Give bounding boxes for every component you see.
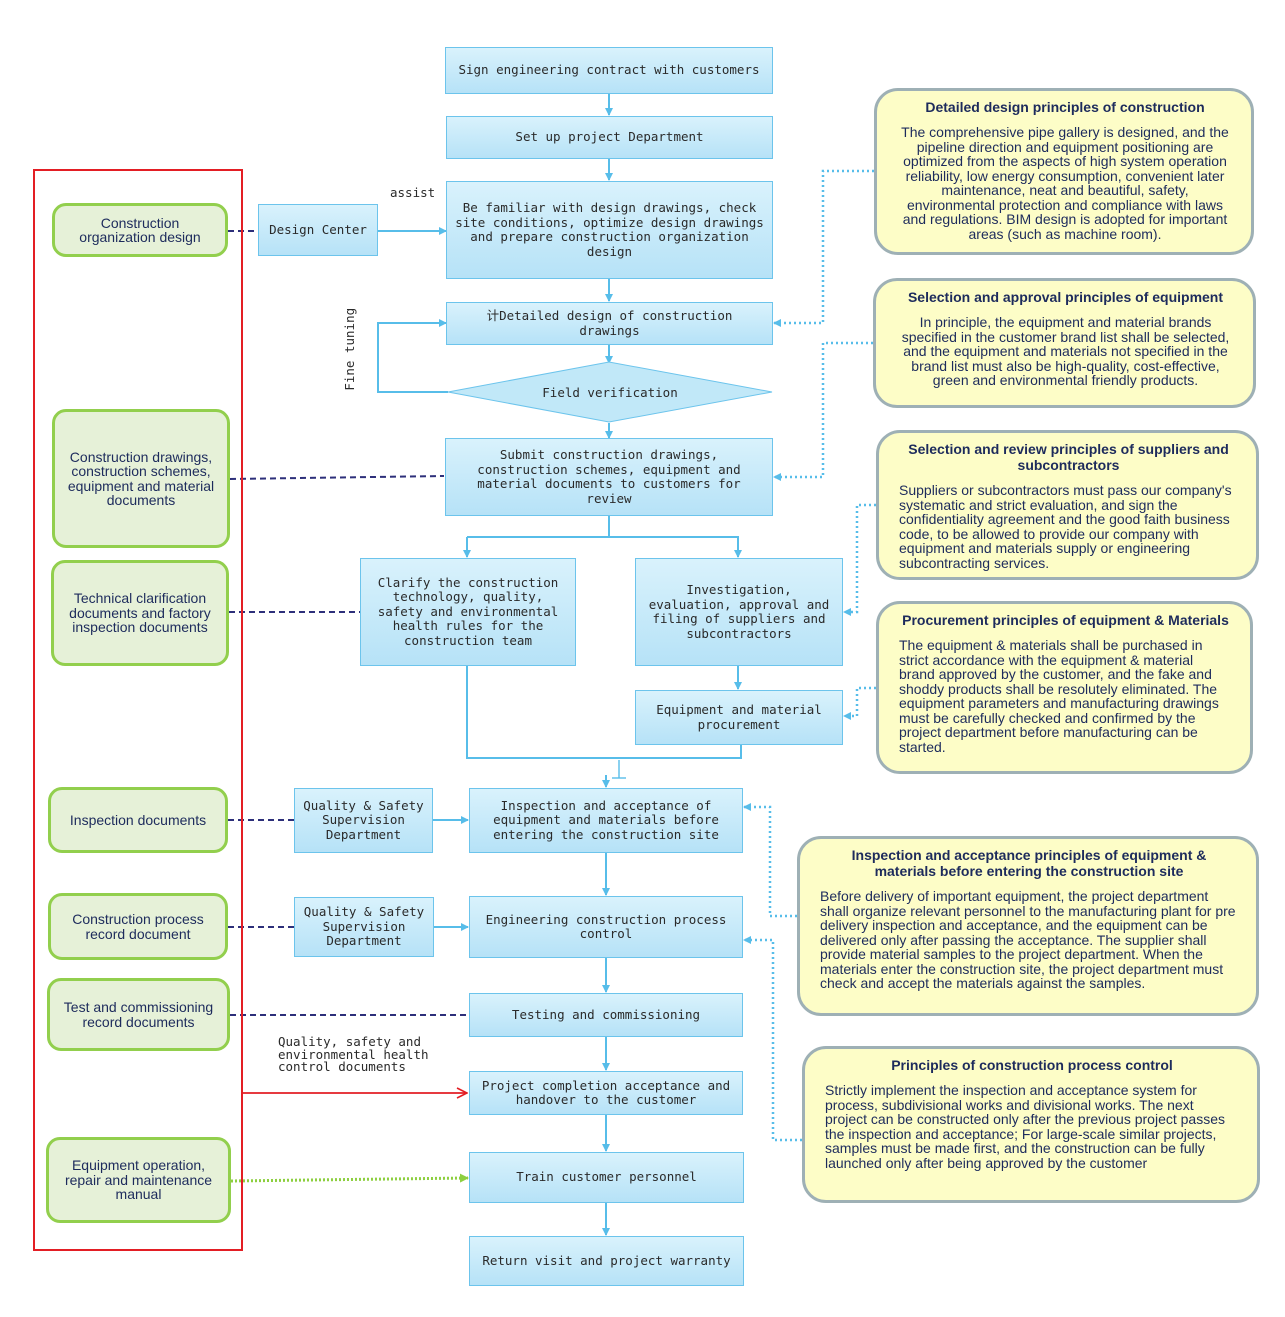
train-personnel-box: Train customer personnel — [469, 1152, 744, 1203]
inspection-acceptance-text: Inspection and acceptance of equipment a… — [493, 797, 719, 842]
investigation-box: Investigation, evaluation, approval and … — [635, 558, 843, 666]
principle-process-control: Principles of construction process contr… — [802, 1046, 1260, 1203]
design-center-text: Design Center — [269, 221, 367, 237]
dash-drawings-docs — [229, 475, 445, 480]
clarify-rules-box: Clarify the construction technology, qua… — [360, 558, 576, 666]
procurement-text: Equipment and material procurement — [656, 702, 822, 732]
sign-contract-box: Sign engineering contract with customers — [445, 47, 773, 94]
sign-contract-text: Sign engineering contract with customers — [458, 62, 760, 78]
doc-process-record: Construction process record document — [48, 893, 228, 960]
setup-department-text: Set up project Department — [515, 129, 704, 145]
field-verification-text: Field verification — [542, 384, 678, 400]
doc-manual-text: Equipment operation, repair and maintena… — [64, 1157, 213, 1203]
principle-inspection-title: Inspection and acceptance principles of … — [851, 847, 1207, 879]
design-center-box: Design Center — [258, 204, 378, 256]
doc-drawings-documents-text: Construction drawings, construction sche… — [67, 448, 215, 508]
investigation-text: Investigation, evaluation, approval and … — [648, 582, 830, 641]
inspection-acceptance-box: Inspection and acceptance of equipment a… — [469, 788, 743, 853]
quality-docs-label: Quality, safety and environmental health… — [278, 1034, 429, 1074]
principle-procurement: Procurement principles of equipment & Ma… — [876, 601, 1253, 774]
principle-design-title: Detailed design principles of constructi… — [925, 99, 1205, 115]
principle-equipment-body: In principle, the equipment and material… — [901, 314, 1230, 388]
clarify-rules-text: Clarify the construction technology, qua… — [377, 574, 559, 648]
arrow-fine-tuning-loop — [377, 319, 448, 393]
completion-handover-text: Project completion acceptance and handov… — [481, 1077, 731, 1107]
principle-inspection: Inspection and acceptance principles of … — [797, 836, 1259, 1016]
qs-department-text-2: Quality & Safety Supervision Department — [303, 904, 425, 949]
field-verification-diamond — [447, 361, 773, 423]
principle-design-body: The comprehensive pipe gallery is design… — [901, 124, 1229, 242]
principle-suppliers-body: Suppliers or subcontractors must pass ou… — [899, 482, 1232, 571]
familiar-design-text: Be familiar with design drawings, check … — [455, 200, 764, 259]
return-visit-text: Return visit and project warranty — [482, 1252, 731, 1268]
setup-department-box: Set up project Department — [446, 116, 773, 159]
doc-test-record: Test and commissioning record documents — [47, 978, 230, 1051]
link-inspection-principle — [743, 803, 797, 918]
process-control-box: Engineering construction process control — [469, 896, 743, 958]
doc-manual: Equipment operation, repair and maintena… — [46, 1137, 231, 1223]
link-equipment-principle — [773, 341, 873, 481]
link-procurement-principle — [843, 686, 876, 720]
principle-equipment: Selection and approval principles of equ… — [873, 278, 1256, 408]
branch-split — [467, 516, 610, 538]
process-control-text: Engineering construction process control — [485, 911, 727, 941]
fine-tuning-label: Fine tuning — [341, 307, 357, 391]
doc-process-record-text: Construction process record document — [72, 911, 204, 942]
doc-technical-clarification-text: Technical clarification documents and fa… — [69, 590, 211, 636]
principle-procurement-body: The equipment & materials shall be purch… — [899, 637, 1219, 755]
doc-technical-clarification: Technical clarification documents and fa… — [51, 560, 229, 666]
detailed-design-text: 计Detailed design of construction drawing… — [486, 308, 733, 338]
testing-commissioning-text: Testing and commissioning — [511, 1006, 701, 1022]
principle-design: Detailed design principles of constructi… — [874, 88, 1254, 255]
link-design-principle — [773, 169, 874, 327]
train-personnel-text: Train customer personnel — [516, 1169, 697, 1185]
familiar-design-box: Be familiar with design drawings, check … — [446, 181, 773, 279]
assist-label: assist — [390, 185, 436, 200]
principle-inspection-body: Before delivery of important equipment, … — [820, 888, 1236, 991]
procurement-box: Equipment and material procurement — [635, 690, 843, 745]
merge-clarify — [466, 666, 742, 759]
field-verification-label: Field verification — [448, 362, 772, 422]
arrow-to-investigation — [609, 536, 742, 558]
return-visit-box: Return visit and project warranty — [469, 1236, 744, 1286]
testing-commissioning-box: Testing and commissioning — [469, 993, 743, 1037]
principle-suppliers-title: Selection and review principles of suppl… — [908, 441, 1229, 473]
qs-department-text-1: Quality & Safety Supervision Department — [303, 797, 424, 842]
submit-documents-text: Submit construction drawings, constructi… — [477, 447, 741, 506]
qs-department-box-2: Quality & Safety Supervision Department — [294, 897, 434, 957]
document-frame — [33, 169, 243, 1251]
doc-organization-design-text: Construction organization design — [79, 214, 201, 245]
principle-process-control-title: Principles of construction process contr… — [891, 1057, 1173, 1073]
principle-suppliers: Selection and review principles of suppl… — [876, 430, 1259, 580]
doc-inspection-text: Inspection documents — [69, 811, 207, 828]
principle-equipment-title: Selection and approval principles of equ… — [907, 289, 1224, 305]
principle-process-control-body: Strictly implement the inspection and ac… — [825, 1082, 1225, 1171]
dotted-manual-train — [230, 1173, 469, 1183]
link-suppliers-principle — [843, 503, 876, 616]
doc-test-record-text: Test and commissioning record documents — [63, 999, 214, 1030]
doc-organization-design: Construction organization design — [52, 203, 228, 257]
doc-drawings-documents: Construction drawings, construction sche… — [52, 409, 230, 548]
detailed-design-box: 计Detailed design of construction drawing… — [446, 302, 773, 345]
doc-inspection: Inspection documents — [48, 787, 228, 853]
qs-department-box-1: Quality & Safety Supervision Department — [294, 788, 433, 853]
principle-procurement-title: Procurement principles of equipment & Ma… — [902, 612, 1229, 628]
link-process-principle — [743, 936, 802, 1142]
completion-handover-box: Project completion acceptance and handov… — [469, 1071, 743, 1115]
submit-documents-box: Submit construction drawings, constructi… — [445, 438, 773, 516]
